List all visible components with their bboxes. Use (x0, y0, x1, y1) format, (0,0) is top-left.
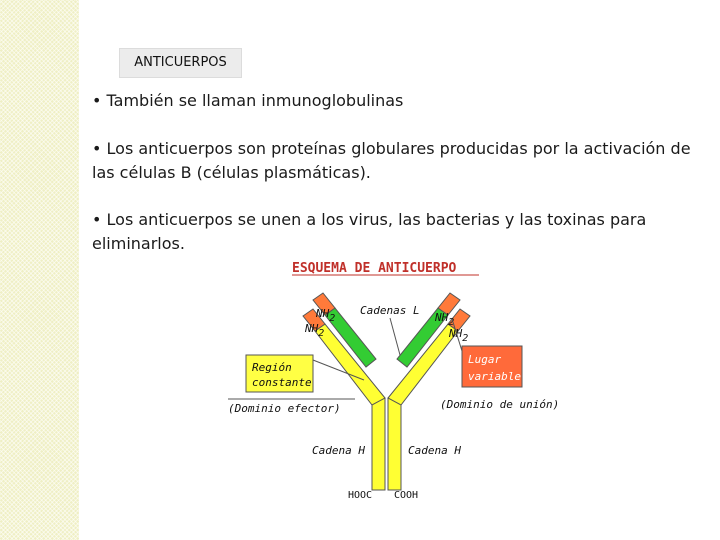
binding-domain-label: (Dominio de unión) (440, 398, 559, 411)
effector-domain-label: (Dominio efector) (228, 402, 341, 415)
light-chains-pointer (389, 317, 401, 356)
decorative-side-strip (0, 0, 79, 540)
constant-region-box (245, 354, 314, 393)
variable-site-pointer (451, 318, 463, 352)
bullet-3: • Los anticuerpos se unen a los virus, l… (92, 210, 647, 253)
antibody-diagram: ESQUEMA DE ANTICUERPO NH2 NH2 NH2 NH2 Ca… (228, 261, 559, 501)
bullet-1: • También se llaman inmunoglobulinas (92, 91, 404, 110)
constant-region-label-line2: constante (252, 376, 312, 389)
variable-site-label-line1: Lugar (468, 353, 501, 366)
bullet-2: • Los anticuerpos son proteínas globular… (92, 139, 691, 182)
variable-site-box (461, 345, 523, 388)
nh2-label-mid-left: NH2 (304, 322, 324, 339)
variable-tip-heavy-left (302, 308, 326, 332)
nh2-label-top-right: NH2 (434, 311, 454, 328)
slide-title: ANTICUERPOS (119, 48, 242, 78)
heavy-chain-stem-left (371, 397, 386, 491)
heavy-chain-label-right: Cadena H (408, 444, 461, 457)
constant-region-label-line1: Región (252, 361, 292, 374)
variable-site-label-line2: variable (468, 370, 521, 383)
nh2-label-mid-right: NH2 (448, 327, 468, 344)
light-chains-label: Cadenas L (360, 304, 420, 317)
variable-tip-light-right (437, 292, 461, 316)
nh2-label-top-left: NH2 (315, 307, 335, 324)
carboxyl-label-right: COOH (394, 490, 418, 501)
carboxyl-label-left: HOOC (348, 490, 372, 501)
constant-region-pointer (312, 359, 365, 381)
diagram-title: ESQUEMA DE ANTICUERPO (292, 261, 457, 276)
heavy-chain-label-left: Cadena H (312, 444, 365, 457)
variable-tip-light-left (312, 292, 336, 316)
heavy-chain-stem-right (387, 397, 402, 491)
